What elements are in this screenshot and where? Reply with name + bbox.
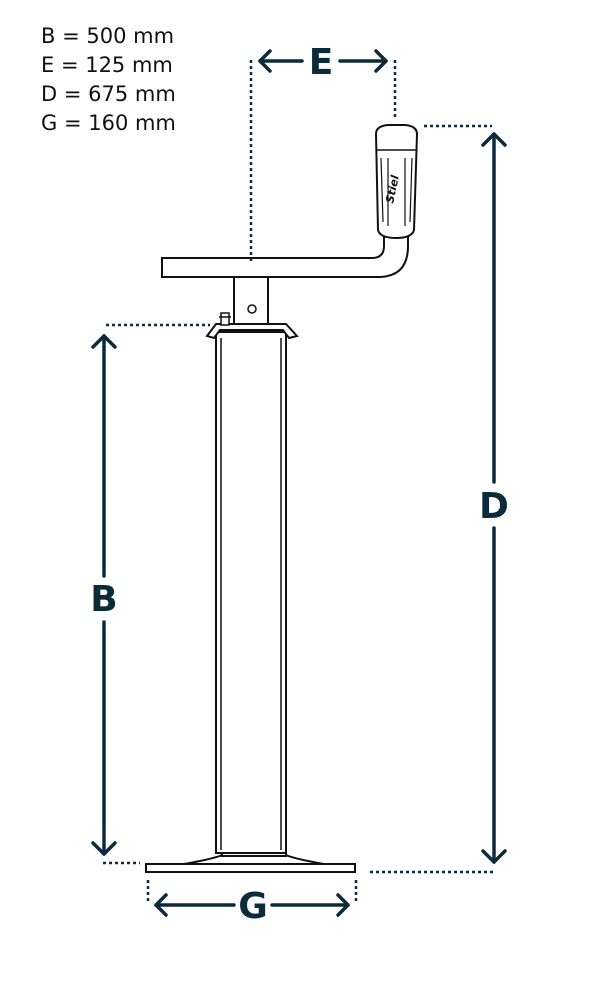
grip-ribs — [380, 157, 413, 226]
grease-nipple — [220, 312, 230, 326]
crank-handle-grip — [374, 124, 419, 240]
legend-row-d: D = 675 mm — [41, 82, 176, 106]
dimension-legend: B = 500 mm E = 125 mm D = 675 mm G = 160… — [41, 22, 176, 138]
jack-tube — [215, 331, 287, 854]
dimension-b-label: B — [90, 579, 117, 620]
foot-plate — [145, 863, 356, 873]
housing-bolt — [247, 304, 257, 314]
dimension-d-arrow — [481, 132, 507, 864]
dimension-e-arrow — [258, 49, 388, 73]
dimension-b-arrow — [91, 334, 117, 856]
legend-row-g: G = 160 mm — [41, 111, 176, 135]
crank-arm — [161, 231, 409, 278]
dimension-d-label: D — [479, 486, 509, 527]
dimension-e-label: E — [309, 42, 334, 83]
dimension-g-label: G — [238, 886, 268, 927]
dimension-g-arrow — [154, 893, 350, 917]
legend-row-e: E = 125 mm — [41, 53, 173, 77]
legend-row-b: B = 500 mm — [41, 24, 175, 48]
dimension-lines — [91, 49, 507, 917]
extension-lines — [103, 60, 496, 904]
jack-outline — [145, 124, 419, 873]
handle-brand-label: Stiel — [383, 174, 402, 204]
